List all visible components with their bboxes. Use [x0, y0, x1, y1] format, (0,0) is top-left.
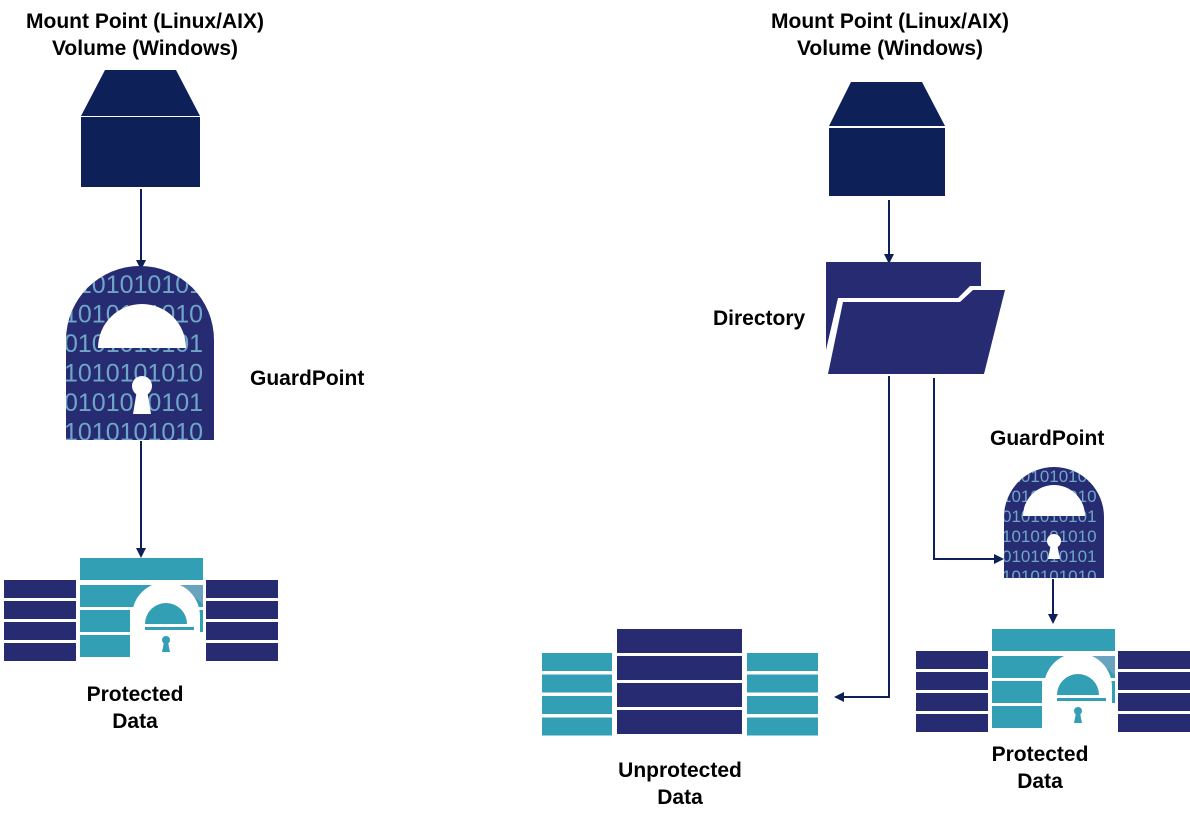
unprotected-line2: Data — [657, 786, 703, 809]
data-block — [1118, 693, 1190, 711]
lock-bar — [1057, 698, 1106, 701]
left-guardpoint-label: GuardPoint — [250, 367, 365, 390]
data-block — [747, 717, 818, 736]
unprotected-data-label: Unprotected Data — [595, 757, 765, 811]
data-block — [206, 580, 278, 598]
data-block — [617, 656, 742, 680]
protected-line1: Protected — [991, 743, 1089, 766]
data-block — [916, 651, 988, 669]
data-block — [1118, 672, 1190, 690]
data-block — [542, 674, 612, 693]
data-block — [80, 610, 130, 632]
directory-folder-icon — [826, 262, 1010, 378]
binary-row: 1010101010 — [1002, 567, 1097, 586]
protected-line2: Data — [1017, 770, 1063, 793]
data-block — [80, 558, 203, 580]
mount-label-line1: Mount Point (Linux/AIX) — [771, 10, 1009, 33]
guardpoint-lock-icon: 0101010101101010101001010101011010101010… — [1002, 467, 1104, 586]
lock-shackle — [145, 603, 187, 624]
data-block — [992, 629, 1115, 651]
directory-label: Directory — [713, 307, 806, 330]
data-block — [916, 693, 988, 711]
binary-pattern: 0101010101101010101001010101011010101010… — [64, 271, 203, 447]
left-mount-point-label: Mount Point (Linux/AIX) Volume (Windows) — [0, 8, 290, 62]
unprotected-data-icon — [542, 629, 818, 736]
lock-shackle — [1057, 674, 1099, 695]
data-block — [206, 643, 278, 661]
data-block — [206, 601, 278, 619]
right-mount-point-label: Mount Point (Linux/AIX) Volume (Windows) — [745, 8, 1035, 62]
data-block — [747, 653, 818, 671]
mount-label-line1: Mount Point (Linux/AIX) — [26, 10, 264, 33]
data-block — [1118, 714, 1190, 732]
left-protected-data-label: Protected Data — [50, 681, 220, 735]
mount-label-line2: Volume (Windows) — [796, 37, 984, 60]
connector-arrow — [834, 376, 890, 702]
data-block — [992, 706, 1042, 728]
binary-pattern: 0101010101101010101001010101011010101010… — [1002, 467, 1097, 586]
binary-row: 0101010101 — [64, 271, 203, 299]
right-guardpoint-label: GuardPoint — [990, 427, 1105, 450]
data-block — [4, 643, 76, 661]
mount-point-drive-icon — [829, 82, 945, 196]
data-block — [1118, 651, 1190, 669]
binary-row: 0101010101 — [1002, 467, 1097, 486]
data-block — [916, 714, 988, 732]
data-block — [542, 653, 612, 671]
data-block — [747, 674, 818, 693]
data-block — [4, 622, 76, 640]
lock-bar — [145, 627, 194, 630]
data-block — [992, 681, 1042, 703]
keyhole — [162, 642, 170, 652]
connector-arrow — [933, 378, 1004, 564]
protected-data-icon — [4, 558, 278, 662]
data-block — [206, 622, 278, 640]
right-protected-data-label: Protected Data — [955, 741, 1125, 795]
keyhole — [1074, 713, 1082, 723]
data-block — [542, 696, 612, 714]
data-block — [617, 710, 742, 734]
data-block — [4, 601, 76, 619]
data-block — [916, 672, 988, 690]
data-block — [4, 580, 76, 598]
mount-point-drive-icon — [81, 70, 200, 187]
binary-row: 1010101010 — [64, 419, 203, 447]
data-block — [542, 717, 612, 736]
data-block — [80, 635, 130, 657]
protected-line1: Protected — [86, 683, 184, 706]
protected-data-icon — [916, 629, 1190, 733]
data-block — [617, 683, 742, 707]
guardpoint-lock-icon: 0101010101101010101001010101011010101010… — [64, 266, 214, 447]
mount-label-line2: Volume (Windows) — [51, 37, 239, 60]
data-block — [747, 696, 818, 714]
data-block — [617, 629, 742, 653]
protected-line2: Data — [112, 710, 158, 733]
unprotected-line1: Unprotected — [618, 759, 742, 782]
